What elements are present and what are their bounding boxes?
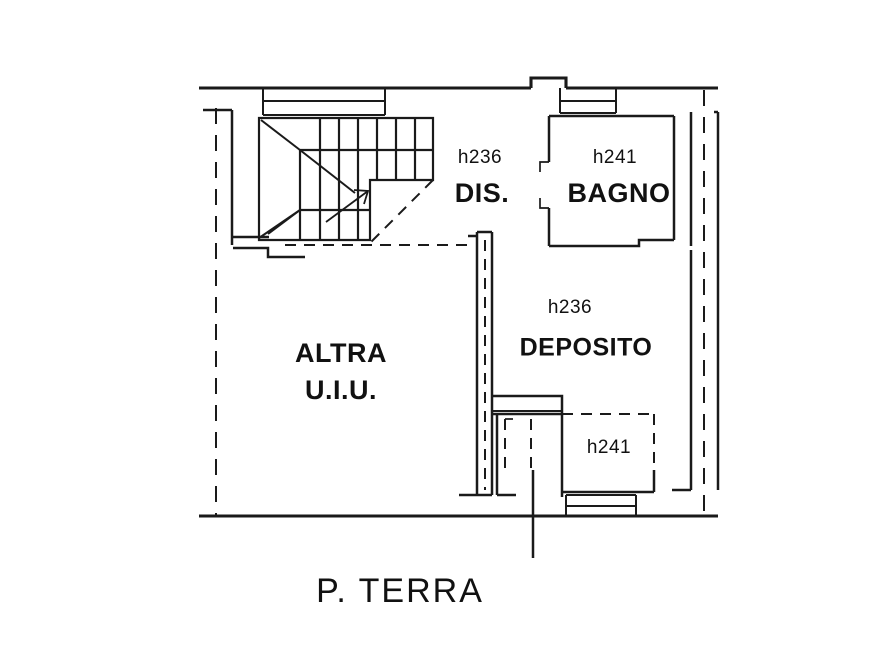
stair-treads-upper [300, 118, 433, 180]
room-dis-walls [233, 244, 468, 259]
stair-diagonal-mid [299, 149, 356, 194]
plan-title: P. TERRA [316, 572, 484, 610]
label-deposito-height: h236 [548, 297, 592, 318]
window-bottom-group [565, 494, 637, 516]
window-bottom-frame [565, 494, 637, 516]
label-altra-uiu-line2: U.I.U. [305, 375, 377, 405]
window-top-left-group [262, 88, 386, 116]
window-top-left-frame [262, 88, 386, 116]
wall-stairs-bottom-stub [233, 246, 305, 259]
window-bagno-group [559, 88, 617, 114]
room-bagno-walls [539, 114, 676, 248]
wall-top-outer-bump [529, 76, 568, 88]
niche-h241-group [562, 413, 656, 494]
stair-winder-diagonals [258, 119, 356, 239]
stair-diagonal-upper [260, 119, 301, 151]
label-bagno-height: h241 [593, 147, 637, 168]
stair-outline [257, 116, 435, 242]
arrow-shaft [325, 190, 369, 223]
label-group: h236 DIS. h241 BAGNO h236 DEPOSITO ALTRA… [295, 147, 670, 458]
door-bagno-jamb-bottom [539, 198, 549, 209]
stair-diagonal-landing [267, 209, 301, 235]
stair-direction-arrow [325, 189, 370, 223]
wc-block-group [492, 394, 564, 558]
label-dis-name: DIS. [455, 178, 510, 208]
wc-counter-outline [492, 394, 564, 416]
outer-wall-group [199, 76, 720, 518]
door-bagno-jamb-top [539, 161, 549, 172]
wall-bagno-bottom [549, 238, 674, 248]
wall-central-divider-group [459, 230, 494, 497]
label-dis-height: h236 [458, 147, 502, 168]
window-bagno-frame [559, 88, 617, 114]
label-altra-uiu-line1: ALTRA [295, 338, 387, 368]
stair-break-line [369, 179, 434, 244]
label-deposito-name: DEPOSITO [520, 334, 653, 362]
stair-treads-lower [298, 150, 370, 240]
label-bagno-name: BAGNO [568, 178, 671, 208]
staircase-group [257, 116, 435, 244]
arrow-head [353, 189, 370, 205]
label-wc-height: h241 [587, 437, 631, 458]
